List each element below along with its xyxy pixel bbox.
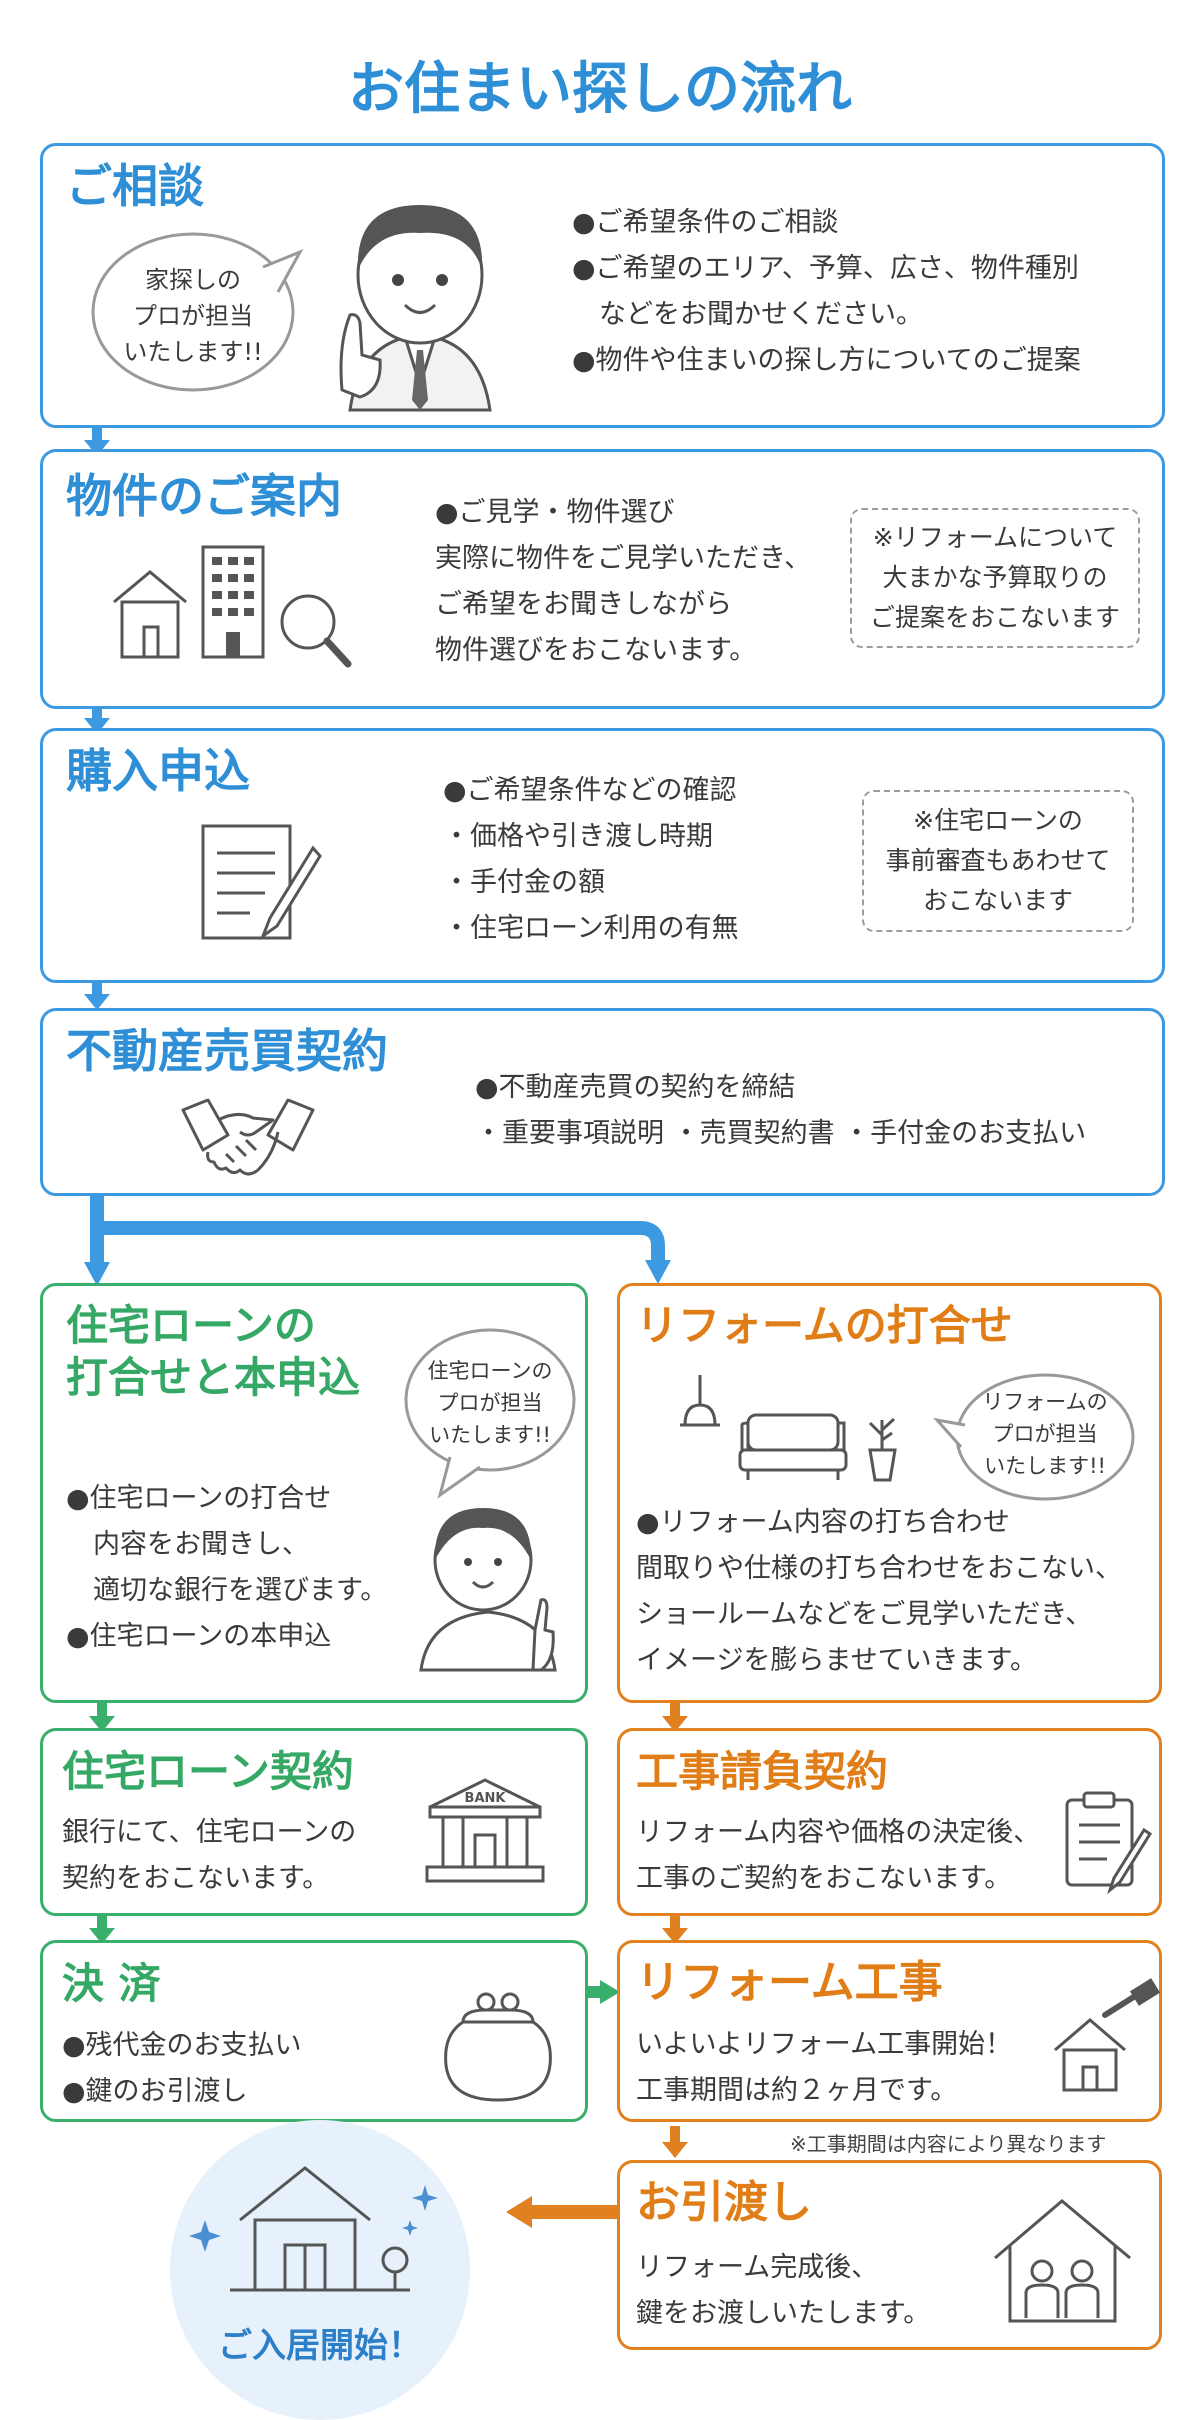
move-in-circle — [170, 2120, 470, 2420]
bank-label: BANK — [465, 1791, 507, 1806]
settlement-text: ●残代金のお支払い●鍵のお引渡し — [62, 2030, 302, 2107]
contract-card — [40, 1008, 1165, 1196]
speech-bubble-icon — [933, 1373, 1135, 1501]
lamp-sofa-plant-icon — [680, 1375, 897, 1482]
consult-text: ●ご希望条件のご相談●ご希望のエリア、予算、広さ、物件種別 などをお聞かせくださ… — [572, 207, 1081, 376]
loan-meeting-text: ●住宅ローンの打合せ 内容をお聞きし、 適切な銀行を選びます。●住宅ローンの本申… — [66, 1483, 388, 1652]
reform-work-title: リフォーム工事 — [636, 1957, 943, 2008]
apply-text: ●ご希望条件などの確認・価格や引き渡し時期・手付金の額・住宅ローン利用の有無 — [443, 775, 739, 944]
clipboard-pen-icon — [1065, 1791, 1153, 1895]
coin-purse-icon — [444, 1992, 552, 2102]
settlement-card — [40, 1940, 588, 2122]
reform-meeting-bubble: リフォームのプロが担当いたします!! — [982, 1390, 1108, 1478]
bank-icon: BANK — [425, 1778, 545, 1883]
reform-work-text: いよいよリフォーム工事開始！工事期間は約２ヶ月です。 — [636, 2029, 1013, 2106]
guide-title: 物件のご案内 — [66, 469, 342, 523]
house-hammer-icon — [1054, 1978, 1161, 2092]
loan-meeting-bubble: 住宅ローンのプロが担当いたします!! — [427, 1359, 553, 1447]
construction-contract-text: リフォーム内容や価格の決定後、工事のご契約をおこないます。 — [636, 1817, 1041, 1894]
loan-meeting-title: 住宅ローンの打合せと本申込 — [66, 1301, 361, 1402]
house-building-search-icon — [113, 545, 352, 668]
new-house-sparkle-icon — [189, 2166, 438, 2292]
consult-title: ご相談 — [66, 159, 204, 213]
handshake-icon — [181, 1098, 315, 1176]
contract-title: 不動産売買契約 — [66, 1024, 388, 1078]
reform-meeting-title: リフォームの打合せ — [636, 1301, 1013, 1350]
guide-text: ●ご見学・物件選び実際に物件をご見学いただき、ご希望をお聞きしながら物件選びをお… — [435, 497, 812, 666]
guide-note: ※リフォームについて大まかな予算取りのご提案をおこないます — [850, 508, 1140, 648]
page-title: お住まい探しの流れ — [348, 57, 852, 122]
reform-work-footnote: ※工事期間は内容により異なります — [790, 2132, 1107, 2156]
document-pen-icon — [201, 824, 322, 941]
reform-meeting-text: ●リフォーム内容の打ち合わせ間取りや仕様の打ち合わせをおこない、ショールームなど… — [636, 1507, 1122, 1676]
handover-text: リフォーム完成後、鍵をお渡しいたします。 — [636, 2252, 931, 2329]
guide-card — [40, 449, 1165, 709]
loan-contract-text: 銀行にて、住宅ローンの契約をおこないます。 — [62, 1817, 357, 1894]
move-in-label: ご入居開始！ — [218, 2326, 422, 2366]
handover-title: お引渡し — [636, 2177, 812, 2228]
speech-bubble-icon — [404, 1328, 576, 1499]
speech-bubble-icon — [91, 232, 304, 392]
settlement-title: 決 済 — [62, 1959, 161, 2008]
apply-note: ※住宅ローンの事前審査もあわせておこないます — [862, 790, 1134, 932]
consult-bubble: 家探しのプロが担当いたします!! — [123, 266, 263, 366]
loan-contract-title: 住宅ローン契約 — [62, 1747, 354, 1796]
construction-contract-title: 工事請負契約 — [636, 1747, 889, 1796]
handover-card — [617, 2160, 1162, 2350]
apply-card — [40, 728, 1165, 983]
loan-advisor-woman-icon — [419, 1508, 557, 1672]
contract-text: ●不動産売買の契約を締結・重要事項説明 ・売買契約書 ・手付金のお支払い — [475, 1072, 1087, 1149]
reform-work-card — [617, 1940, 1162, 2122]
family-house-icon — [994, 2199, 1131, 2323]
apply-title: 購入申込 — [66, 744, 250, 798]
consultant-man-icon — [339, 205, 492, 412]
loan-contract-card — [40, 1728, 588, 1916]
